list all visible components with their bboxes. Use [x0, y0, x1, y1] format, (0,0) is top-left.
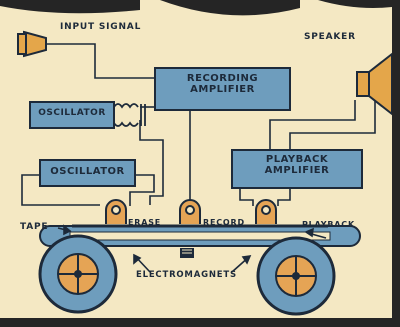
right-frame [392, 0, 400, 327]
wiring [21, 43, 376, 206]
left-reel [38, 234, 118, 314]
playback-label: PLAYBACK [302, 220, 355, 229]
recording-amplifier-line2: AMPLIFIER [190, 83, 255, 95]
bottom-frame [0, 318, 400, 327]
input-signal-label: INPUT SIGNAL [60, 22, 142, 32]
top-right-arc [318, 0, 400, 8]
tape-heads [105, 199, 277, 224]
center-magnet [180, 248, 194, 258]
oscillator-2-label: OSCILLATOR [50, 166, 125, 177]
transformer-coil [113, 103, 146, 127]
erase-head [105, 199, 127, 224]
speaker-label: SPEAKER [304, 32, 356, 42]
right-reel [256, 236, 336, 316]
top-center-arc [160, 0, 300, 16]
erase-label: ERASE [128, 218, 162, 227]
recording-amplifier-line1: RECORDING [186, 73, 259, 84]
playback-amplifier-line1: PLAYBACK [265, 154, 329, 165]
oscillator-1-label: OSCILLATOR [38, 108, 106, 118]
record-head [179, 199, 201, 224]
playback-head [255, 199, 277, 224]
playback-amplifier-label: PLAYBACK AMPLIFIER [232, 154, 362, 176]
input-microphone-horn [17, 30, 47, 58]
arrows [57, 224, 327, 273]
record-label: RECORD [203, 218, 245, 227]
electromagnets-label: ELECTROMAGNETS [136, 270, 237, 280]
component-boxes [29, 67, 363, 189]
tape-label: TAPE [20, 222, 49, 232]
top-left-arc [0, 0, 140, 14]
recording-amplifier-label: RECORDING AMPLIFIER [155, 73, 290, 95]
playback-amplifier-line2: AMPLIFIER [264, 164, 330, 176]
